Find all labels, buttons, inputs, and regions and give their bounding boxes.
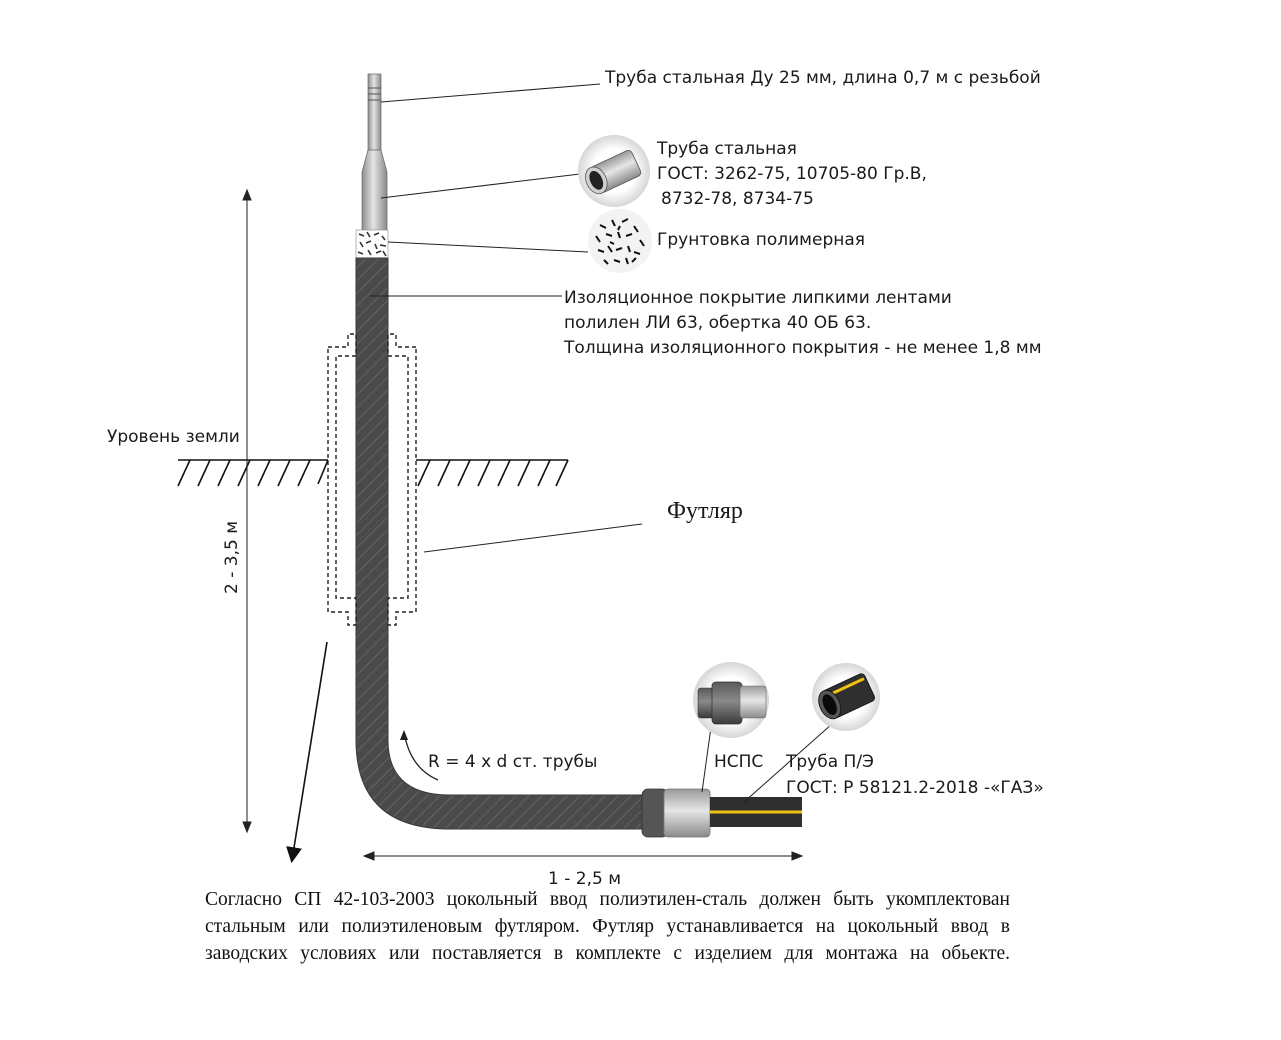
insulating-coupling <box>641 788 711 838</box>
label-insulation-2: полилен ЛИ 63, обертка 40 ОБ 63. <box>564 313 871 333</box>
label-steel-pipe-title: Труба стальная <box>656 139 797 159</box>
case-direction-arrow <box>286 641 328 864</box>
primer-band <box>355 229 389 259</box>
note-line-1: Согласно СП 42-103-2003 цокольный ввод п… <box>205 889 1010 910</box>
note-line-3: заводских условиях или поставляется в ко… <box>205 943 1010 964</box>
steel-pipe-du25 <box>361 73 388 233</box>
ground-level <box>177 459 569 487</box>
case-sleeve <box>327 333 417 626</box>
nsps-coupling-icon <box>693 662 769 738</box>
label-radius: R = 4 x d ст. трубы <box>428 752 597 772</box>
leader-lines <box>370 83 833 803</box>
note-line-2: стальным или полиэтиленовым футляром. Фу… <box>205 916 1010 937</box>
label-pe-pipe-gost: ГОСТ: Р 58121.2-2018 -«ГАЗ» <box>786 778 1044 798</box>
label-steel-pipe-du25: Труба стальная Ду 25 мм, длина 0,7 м с р… <box>604 68 1041 88</box>
primer-texture-icon <box>588 209 652 273</box>
regulation-note: Согласно СП 42-103-2003 цокольный ввод п… <box>205 886 1010 967</box>
label-nsps: НСПС <box>714 752 763 772</box>
radius-arrowhead <box>400 730 408 740</box>
label-insulation-1: Изоляционное покрытие липкими лентами <box>564 288 952 308</box>
label-height-dimension: 2 - 3,5 м <box>222 521 242 594</box>
height-dimension <box>242 188 252 834</box>
label-steel-pipe-gost-1: ГОСТ: 3262-75, 10705-80 Гр.В, <box>657 164 927 184</box>
steel-pipe-section-icon <box>578 135 650 207</box>
pe-pipe <box>710 797 802 827</box>
label-case: Футляр <box>667 498 743 524</box>
label-steel-pipe-gost-2: 8732-78, 8734-75 <box>661 189 814 209</box>
label-insulation-3: Толщина изоляционного покрытия - не мене… <box>563 338 1042 358</box>
pe-pipe-section-icon <box>812 663 880 731</box>
label-ground-level: Уровень земли <box>107 427 240 447</box>
label-length-dimension: 1 - 2,5 м <box>548 869 621 889</box>
label-pe-pipe-title: Труба П/Э <box>785 752 874 772</box>
label-primer: Грунтовка полимерная <box>657 230 865 250</box>
length-dimension <box>362 851 804 861</box>
